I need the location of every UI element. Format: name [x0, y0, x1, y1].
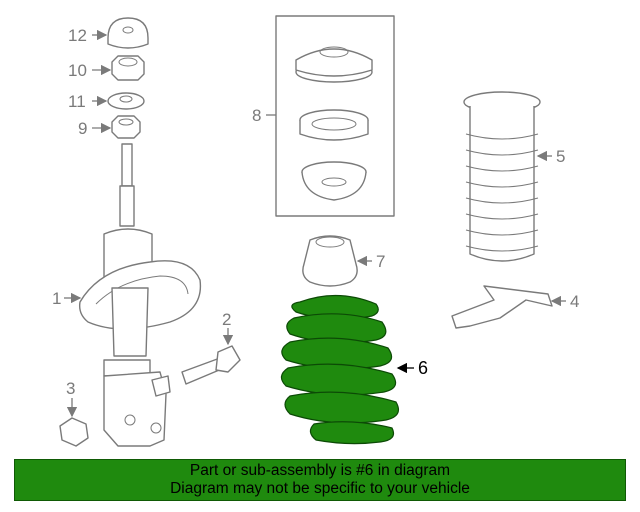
- part-11-washer[interactable]: [107, 92, 145, 110]
- part-8-mount[interactable]: [295, 46, 373, 201]
- callout-1: 1: [52, 289, 61, 308]
- callout-9: 9: [78, 119, 87, 138]
- callout-4: 4: [570, 292, 579, 311]
- part-3-nut[interactable]: [59, 417, 89, 447]
- highlight-banner: Part or sub-assembly is #6 in diagram Di…: [14, 459, 626, 501]
- part-12-cap[interactable]: [107, 17, 149, 49]
- part-2-bolt[interactable]: [181, 345, 241, 385]
- part-6-coil-spring[interactable]: [280, 294, 399, 445]
- part-9-nut[interactable]: [111, 115, 141, 139]
- callout-7: 7: [376, 252, 385, 271]
- part-10-nut[interactable]: [111, 55, 145, 81]
- part-1-strut[interactable]: [78, 143, 202, 447]
- part-7-bump-stop[interactable]: [302, 235, 358, 287]
- part-4-bracket[interactable]: [451, 285, 553, 329]
- banner-line-1: Part or sub-assembly is #6 in diagram: [189, 462, 451, 479]
- callout-12: 12: [68, 26, 87, 45]
- callout-5: 5: [556, 147, 565, 166]
- callout-6: 6: [418, 358, 428, 378]
- callout-3: 3: [66, 379, 75, 398]
- callout-8: 8: [252, 106, 261, 125]
- banner-line-2: Diagram may not be specific to your vehi…: [170, 480, 470, 497]
- callout-11: 11: [68, 92, 86, 111]
- callout-10: 10: [68, 61, 87, 80]
- part-5-dust-boot[interactable]: [463, 91, 541, 262]
- callout-2: 2: [222, 310, 231, 329]
